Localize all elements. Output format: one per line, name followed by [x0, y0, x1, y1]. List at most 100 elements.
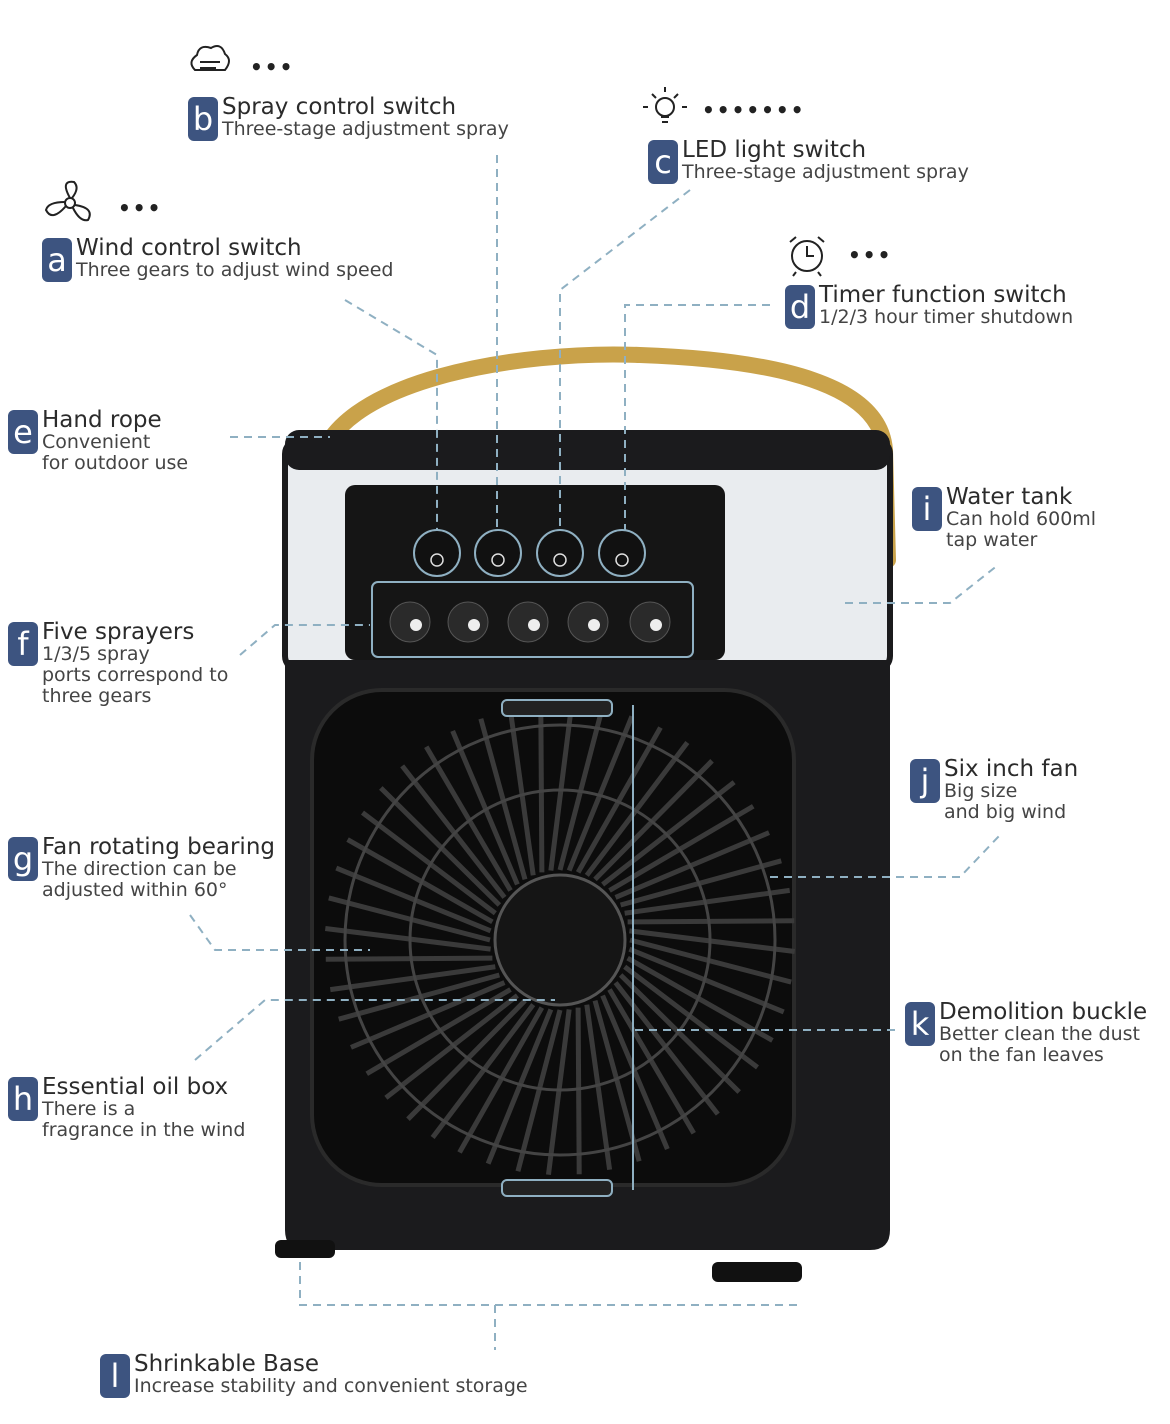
fan-ring-inner [408, 788, 712, 1092]
hand-rope [310, 346, 896, 568]
fan-grille-spoke [424, 745, 513, 892]
fan-grille-spoke [379, 786, 502, 907]
spray-switch [474, 529, 522, 577]
fan-grille-spoke [600, 994, 670, 1151]
letter-badge: i [912, 487, 942, 531]
callout-description: fragrance in the wind [42, 1119, 246, 1141]
fan-grille-spoke [349, 980, 506, 1050]
fan-grille-spoke [457, 1006, 545, 1154]
fan-grille-spoke [566, 715, 635, 872]
callout-title: Demolition buckle [939, 999, 1148, 1025]
fan-ring-outer [343, 723, 777, 1157]
fan-grille-spoke [384, 993, 519, 1100]
fan-grille-spoke [406, 998, 527, 1121]
tank-lid [285, 430, 890, 470]
fan-grille-spoke [507, 709, 536, 876]
letter-badge: f [8, 622, 38, 666]
callout-title: Hand rope [42, 407, 162, 433]
fan-grille-spoke [584, 740, 690, 877]
callout-description: Big size [944, 780, 1018, 802]
fan-grille-spoke [430, 1003, 536, 1140]
fan-grille-spoke [619, 858, 782, 908]
fan-grille-spoke [450, 729, 520, 886]
sprayers-outline [371, 581, 694, 658]
callout-description: Three gears to adjust wind speed [76, 259, 394, 281]
fan-grille-spoke [328, 895, 491, 943]
callout-description: ports correspond to [42, 664, 229, 686]
fan-grille-spoke [593, 759, 714, 882]
callout-title: Spray control switch [222, 94, 457, 120]
fan-grille-spoke [335, 865, 492, 934]
led-switch [536, 529, 584, 577]
fan-grille-spoke [557, 708, 605, 871]
demolition-buckle [501, 1179, 613, 1197]
fan-grille-spoke [548, 704, 575, 871]
fan-hub [493, 873, 627, 1007]
callout-description: for outdoor use [42, 452, 189, 474]
callout-description: Three-stage adjustment spray [682, 161, 969, 183]
switch-glyph [491, 553, 505, 567]
callout-title: Water tank [946, 484, 1073, 510]
control-panel [345, 485, 725, 660]
fan-grille-spoke [601, 780, 736, 887]
fan-grille-spoke [607, 988, 696, 1135]
letter-badge: c [648, 140, 678, 184]
level-dots: ••• [848, 243, 893, 267]
callout-description: 1/3/5 spray [42, 643, 150, 665]
light-bulb-icon [643, 87, 687, 123]
fan-grille-spoke [324, 925, 491, 952]
wind-switch [413, 529, 461, 577]
fan-grille-spoke [400, 764, 507, 899]
fan-grille-spoke [575, 726, 663, 874]
fan-grille-spoke [629, 937, 792, 985]
fan-grille-spoke [623, 964, 760, 1070]
callout-description: Better clean the dust [939, 1023, 1140, 1045]
timer-switch [598, 529, 646, 577]
letter-badge: a [42, 238, 72, 282]
callout-description: The direction can be [42, 858, 237, 880]
sprayer-nozzle [447, 601, 489, 643]
callout-description: Can hold 600ml [946, 508, 1097, 530]
level-dots: ••••••• [702, 98, 806, 122]
switch-glyph [615, 553, 629, 567]
letter-badge: g [8, 837, 38, 881]
callout-title: Timer function switch [819, 282, 1067, 308]
fan-grille-spoke [618, 973, 741, 1094]
callout-description: adjusted within 60° [42, 879, 228, 901]
fan-grille-spoke [515, 1009, 563, 1172]
alarm-clock-icon [789, 236, 825, 277]
fan-icon [44, 180, 91, 222]
letter-badge: b [188, 97, 218, 141]
fan-grille-spoke [360, 810, 497, 916]
foot-left [275, 1240, 335, 1258]
nozzle-hole [650, 619, 662, 631]
callout-title: Essential oil box [42, 1074, 229, 1100]
fan-grille-spoke [624, 887, 791, 916]
fan-grille-spoke [575, 1007, 582, 1175]
callout-description: 1/2/3 hour timer shutdown [819, 306, 1074, 328]
callout-description: There is a [42, 1098, 136, 1120]
sprayer-nozzle [567, 601, 609, 643]
callout-description: three gears [42, 685, 152, 707]
fan-grille-spoke [614, 830, 771, 900]
callout-title: LED light switch [682, 137, 867, 163]
shrinkable-base [712, 1262, 802, 1282]
callout-title: Shrinkable Base [134, 1351, 320, 1377]
fan-grille-spoke [629, 928, 796, 955]
sprayer-nozzle [507, 601, 549, 643]
level-dots: ••• [250, 55, 295, 79]
nozzle-hole [468, 619, 480, 631]
callout-title: Wind control switch [76, 235, 302, 261]
fan-grille-spoke [545, 1009, 572, 1176]
callout-description: Increase stability and convenient storag… [134, 1375, 528, 1397]
switch-glyph [553, 553, 567, 567]
